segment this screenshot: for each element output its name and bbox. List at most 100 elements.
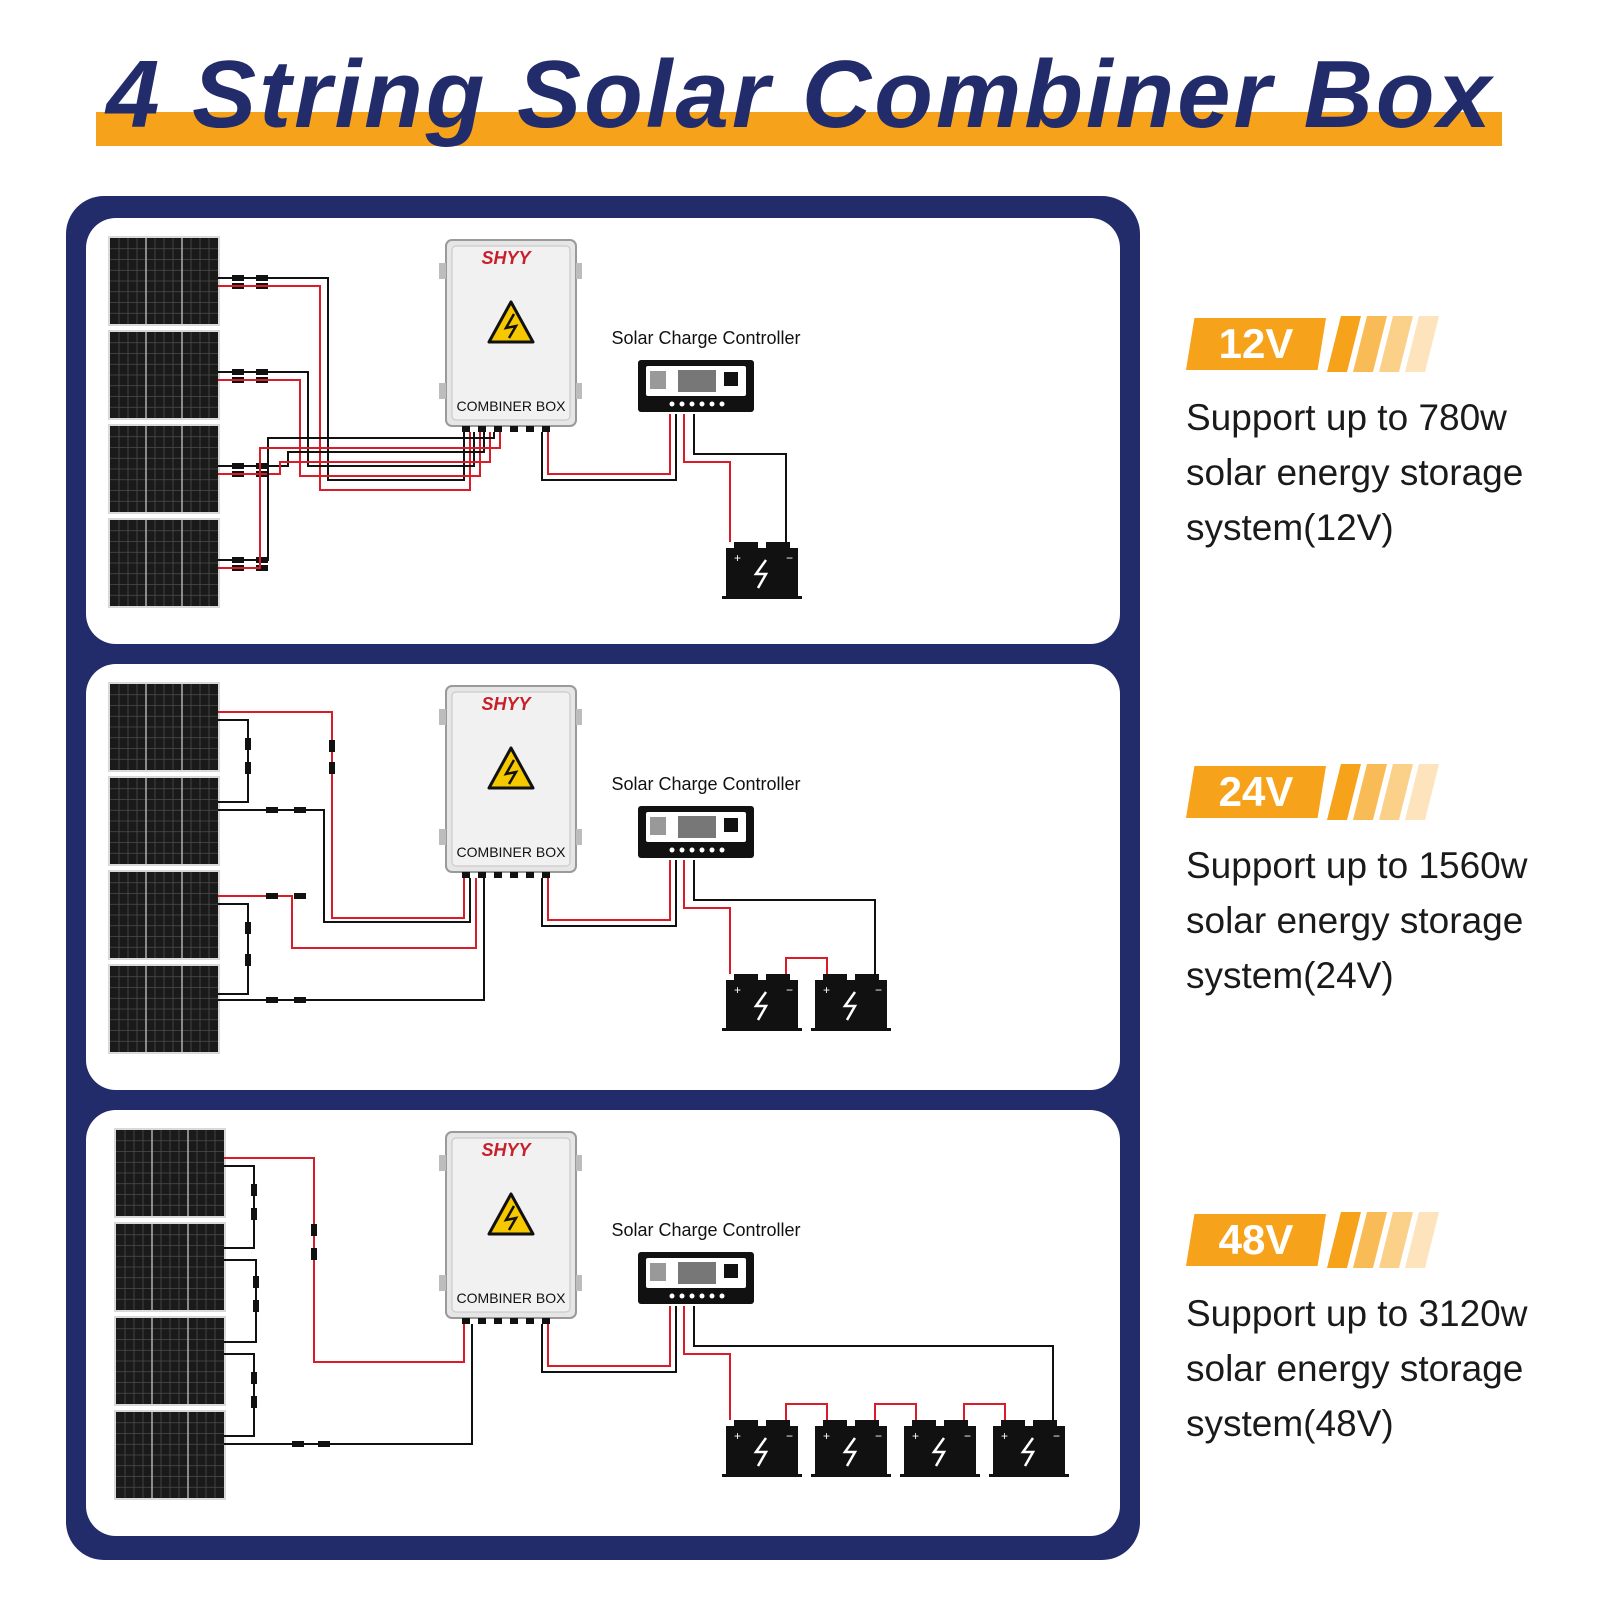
latch — [576, 1275, 582, 1291]
minus-sign: − — [875, 983, 882, 997]
solar-panel — [114, 1222, 226, 1312]
bolt-icon — [842, 1437, 858, 1467]
hinge — [439, 383, 446, 399]
batteries: +−+− — [722, 974, 891, 1031]
gland — [494, 1318, 502, 1324]
wire — [683, 1306, 731, 1420]
bolt-icon — [1020, 1437, 1036, 1467]
battery: +− — [722, 542, 802, 599]
battery-post — [944, 1420, 968, 1426]
brand-logo: SHYY — [481, 248, 532, 268]
wire — [963, 1403, 1006, 1420]
battery-base — [811, 1474, 891, 1477]
battery-post — [766, 974, 790, 980]
latch — [576, 263, 582, 279]
solar-panels — [108, 236, 220, 608]
bolt-icon — [753, 1437, 769, 1467]
solar-panel — [108, 964, 220, 1054]
wire — [541, 860, 677, 927]
controller-keys — [650, 1263, 666, 1281]
gland — [542, 426, 550, 432]
combiner-box-label: COMBINER BOX — [457, 844, 567, 860]
terminal — [719, 401, 725, 407]
battery-base — [722, 1474, 802, 1477]
spec-24v: 24V Support up to 1560w solar energy sto… — [1186, 764, 1566, 1003]
wire — [218, 711, 465, 919]
terminal — [709, 847, 715, 853]
mc4-connector — [245, 922, 251, 934]
warning-icon — [487, 746, 535, 790]
wire — [683, 860, 731, 974]
minus-sign: − — [786, 1429, 793, 1443]
battery-post — [823, 1420, 847, 1426]
mc4-connector — [318, 1441, 330, 1447]
terminal — [709, 401, 715, 407]
solar-panel — [108, 424, 220, 514]
combiner-box — [439, 685, 582, 878]
terminal — [699, 847, 705, 853]
bolt-icon — [842, 991, 858, 1021]
lightning-icon — [503, 1205, 519, 1231]
wire — [693, 414, 787, 542]
controller-lcd — [678, 816, 716, 838]
gland — [462, 426, 470, 432]
gland — [478, 1318, 486, 1324]
gland — [526, 426, 534, 432]
combiner-box — [439, 1131, 582, 1324]
controller-button — [724, 1264, 738, 1278]
battery-base — [722, 596, 802, 599]
bolt-icon — [931, 1437, 947, 1467]
spec-line: system(12V) — [1186, 507, 1394, 548]
gland — [510, 426, 518, 432]
minus-sign: − — [786, 983, 793, 997]
mc4-connector — [311, 1224, 317, 1236]
gland — [478, 426, 486, 432]
mc4-connector — [256, 565, 268, 571]
mc4-connector — [251, 1396, 257, 1408]
wiring-diagram-48v: +−+−+−+− COMBINER BOX SHYY Solar Charge … — [114, 1128, 1069, 1500]
gland — [542, 1318, 550, 1324]
battery-base — [811, 1028, 891, 1031]
gland — [478, 872, 486, 878]
voltage-label: 48V — [1218, 1216, 1294, 1263]
mc4-connector — [294, 997, 306, 1003]
plus-sign: + — [912, 1429, 919, 1443]
wire — [218, 432, 501, 569]
warning-icon — [487, 300, 535, 344]
lightning-icon — [503, 313, 519, 339]
solar-panel — [108, 330, 220, 420]
latch — [576, 383, 582, 399]
hinge — [439, 829, 446, 845]
mc4-connector — [253, 1300, 259, 1312]
gland — [494, 426, 502, 432]
battery: +− — [989, 1420, 1069, 1477]
mc4-connector — [266, 997, 278, 1003]
title-underline — [96, 112, 1502, 146]
spec-line: Support up to 3120w — [1186, 1293, 1528, 1334]
controller-keys — [650, 371, 666, 389]
controller-label: Solar Charge Controller — [611, 1220, 800, 1240]
wire — [874, 1403, 917, 1420]
wire — [218, 719, 249, 803]
hinge — [439, 1155, 446, 1171]
gland — [526, 872, 534, 878]
spec-line: solar energy storage — [1186, 900, 1524, 941]
terminal — [689, 1293, 695, 1299]
latch — [576, 829, 582, 845]
wiring-diagram-12v: +− COMBINER BOX SHYY Solar Charge Contro… — [108, 236, 802, 608]
wire — [224, 1353, 255, 1437]
spec-description: Support up to 3120w solar energy storage… — [1186, 1286, 1566, 1451]
wire — [218, 285, 471, 491]
charge-controller — [638, 360, 754, 412]
mc4-connector — [311, 1248, 317, 1260]
panel-48v: +−+−+−+− COMBINER BOX SHYY Solar Charge … — [86, 1110, 1120, 1536]
solar-panel — [108, 776, 220, 866]
wire — [218, 903, 249, 995]
spec-line: solar energy storage — [1186, 1348, 1524, 1389]
terminal — [689, 401, 695, 407]
brand-logo: SHYY — [481, 1140, 532, 1160]
gland — [542, 872, 550, 878]
wire — [547, 1306, 671, 1367]
controller-keys — [650, 817, 666, 835]
spec-line: system(24V) — [1186, 955, 1394, 996]
